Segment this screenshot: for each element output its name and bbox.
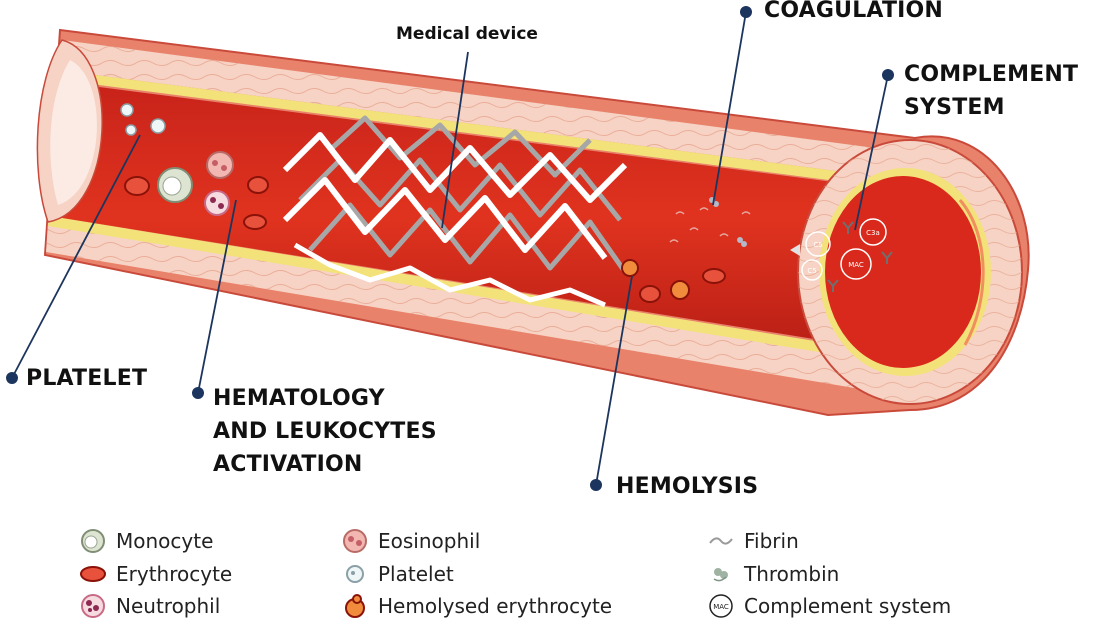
c5b-marker (801, 259, 823, 281)
erythrocyte-cell (243, 214, 267, 230)
legend-item-monocyte: Monocyte (78, 526, 213, 556)
hemolysed-erythrocyte-cell (621, 259, 639, 277)
arrowhead-marker (790, 244, 800, 256)
vessel-cross-section-lumen (825, 176, 981, 368)
pointer-hematology (197, 199, 237, 394)
platelet-label: PLATELET (26, 366, 148, 391)
medical-device-label: Medical device (396, 24, 538, 44)
elastic-layer-top (72, 72, 890, 188)
legend-item-thrombin: Thrombin (706, 559, 839, 589)
antibody-icon (842, 221, 854, 234)
platelet-cells (120, 103, 166, 136)
pointer-coagulation (712, 11, 747, 206)
c5-marker (805, 231, 831, 257)
thrombin-icon (713, 568, 728, 582)
coagulation-label: COAGULATION (764, 0, 944, 23)
platelet-icon (346, 565, 364, 583)
callout-dots (6, 6, 894, 491)
hemolysis-label: HEMOLYSIS (616, 474, 759, 499)
erythrocyte-cell (247, 176, 269, 194)
legend-item-platelet: Platelet (340, 559, 454, 589)
svg-text:C5: C5 (813, 241, 822, 249)
legend-item-fibrin: Fibrin (706, 526, 799, 556)
pointer-platelet (11, 134, 141, 379)
svg-text:C3a: C3a (866, 229, 880, 237)
c3a-marker (859, 218, 887, 246)
erythrocyte-cell (124, 176, 150, 196)
hematology-label: HEMATOLOGY AND LEUKOCYTES ACTIVATION (213, 386, 437, 477)
neutrophil-icon (81, 594, 105, 618)
monocyte-icon (81, 529, 105, 553)
hemolysed-erythrocyte-cell (670, 280, 690, 300)
pointer-hemolysis (595, 275, 633, 486)
complement-system-icon: MAC (709, 594, 733, 618)
erythrocyte-icon (80, 566, 106, 582)
legend-item-neutrophil: Neutrophil (78, 591, 220, 621)
svg-text:MAC: MAC (848, 261, 864, 269)
elastic-layer-bottom (48, 216, 882, 362)
complement-system-label: COMPLEMENT SYSTEM (904, 62, 1079, 120)
hemolysed-erythrocyte-icon (345, 594, 365, 618)
lumen-cells (120, 103, 751, 303)
erythrocyte-cell (702, 268, 726, 284)
callout-pointers (11, 11, 889, 486)
svg-text:MAC: MAC (713, 603, 729, 611)
legend-item-eosinophil: Eosinophil (340, 526, 480, 556)
eosinophil-icon (343, 529, 367, 553)
mac-marker (840, 248, 872, 280)
legend-item-erythrocyte: Erythrocyte (78, 559, 232, 589)
neutrophil-cell (204, 190, 230, 216)
pointer-device (441, 51, 469, 229)
fibrin-icon (709, 537, 733, 545)
legend-item-complement-system: MAC Complement system (706, 591, 951, 621)
svg-text:C5: C5 (807, 267, 816, 275)
legend-item-hemolysed-erythrocyte: Hemolysed erythrocyte (340, 591, 612, 621)
eosinophil-cell (206, 151, 234, 179)
pointer-complement (854, 74, 889, 231)
fibrin-strands (669, 207, 751, 243)
complement-markers: C3a C5 C5 MAC (790, 218, 893, 292)
antibody-icon (881, 251, 893, 264)
erythrocyte-cell (639, 285, 661, 303)
antibody-icon (827, 279, 839, 292)
